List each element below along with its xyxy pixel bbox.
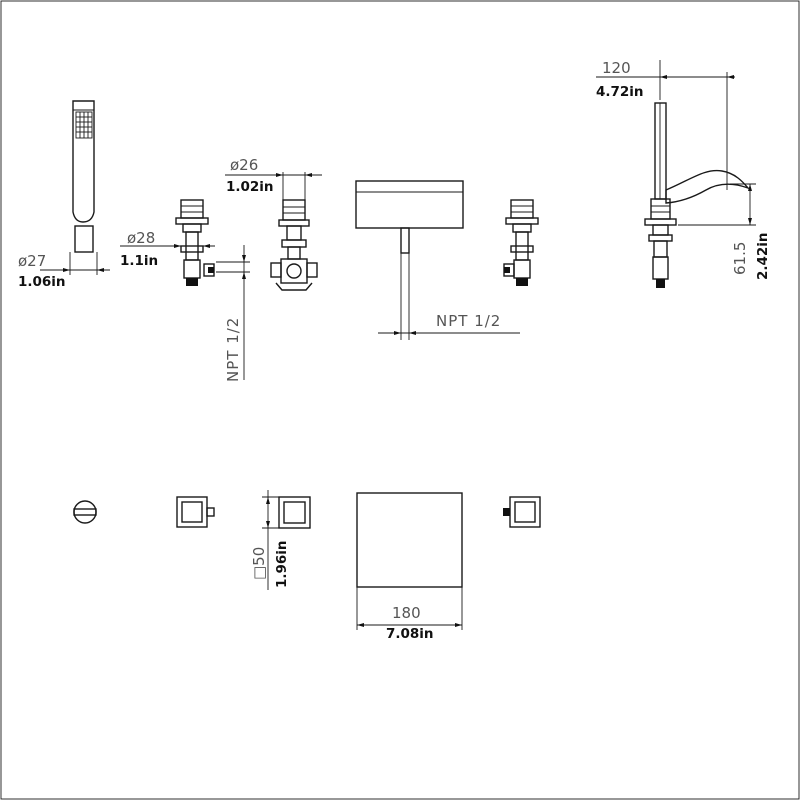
center-valve-side-view — [270, 199, 318, 291]
dim-spout-height: 61.5 2.42in — [678, 183, 771, 280]
dim-connection-spout-label: NPT 1/2 — [436, 312, 501, 330]
dim-spout-reach-inch: 4.72in — [596, 84, 644, 100]
center-valve-top-view — [278, 496, 311, 529]
handshower-nozzle-grid — [75, 111, 93, 139]
dim-handshower-mm: ø27 — [18, 252, 46, 270]
dim-left-valve-inch: 1.1in — [120, 253, 158, 269]
dim-handshower-inch: 1.06in — [18, 274, 66, 290]
dim-spout-width-inch: 7.08in — [386, 626, 434, 642]
left-valve-side-view — [175, 199, 215, 286]
handshower-holder-side-view — [644, 102, 751, 288]
dim-center-valve-inch: 1.02in — [226, 179, 274, 195]
dim-connection-left: NPT 1/2 — [216, 245, 250, 382]
dim-handshower-diameter: ø27 1.06in — [18, 252, 110, 290]
dim-escutcheon-square: □50 1.96in — [250, 490, 290, 590]
dim-spout-reach-mm: 120 — [602, 59, 631, 77]
dim-left-valve-mm: ø28 — [127, 229, 155, 247]
dim-spout-height-mm: 61.5 — [731, 242, 749, 275]
handshower-side-view — [72, 100, 95, 253]
left-valve-top-view — [176, 496, 215, 528]
dim-spout-width: 180 7.08in — [356, 587, 463, 642]
dim-spout-width-mm: 180 — [392, 604, 421, 622]
dim-left-valve-diameter: ø28 1.1in — [120, 229, 215, 269]
dim-spout-reach: 120 4.72in — [596, 59, 735, 190]
spout-front-view — [355, 180, 464, 340]
dim-center-valve-mm: ø26 — [230, 156, 258, 174]
spout-top-view — [356, 492, 463, 588]
dim-escutcheon-inch: 1.96in — [274, 540, 290, 588]
dim-center-valve-diameter: ø26 1.02in — [225, 156, 322, 200]
dim-connection-spout: NPT 1/2 — [378, 312, 520, 335]
dim-escutcheon-mm: □50 — [250, 547, 268, 580]
dim-spout-height-inch: 2.42in — [755, 232, 771, 280]
right-valve-side-view — [503, 199, 539, 286]
right-valve-top-view — [503, 496, 541, 528]
dim-connection-left-label: NPT 1/2 — [224, 317, 242, 382]
handshower-top-view — [73, 500, 97, 524]
